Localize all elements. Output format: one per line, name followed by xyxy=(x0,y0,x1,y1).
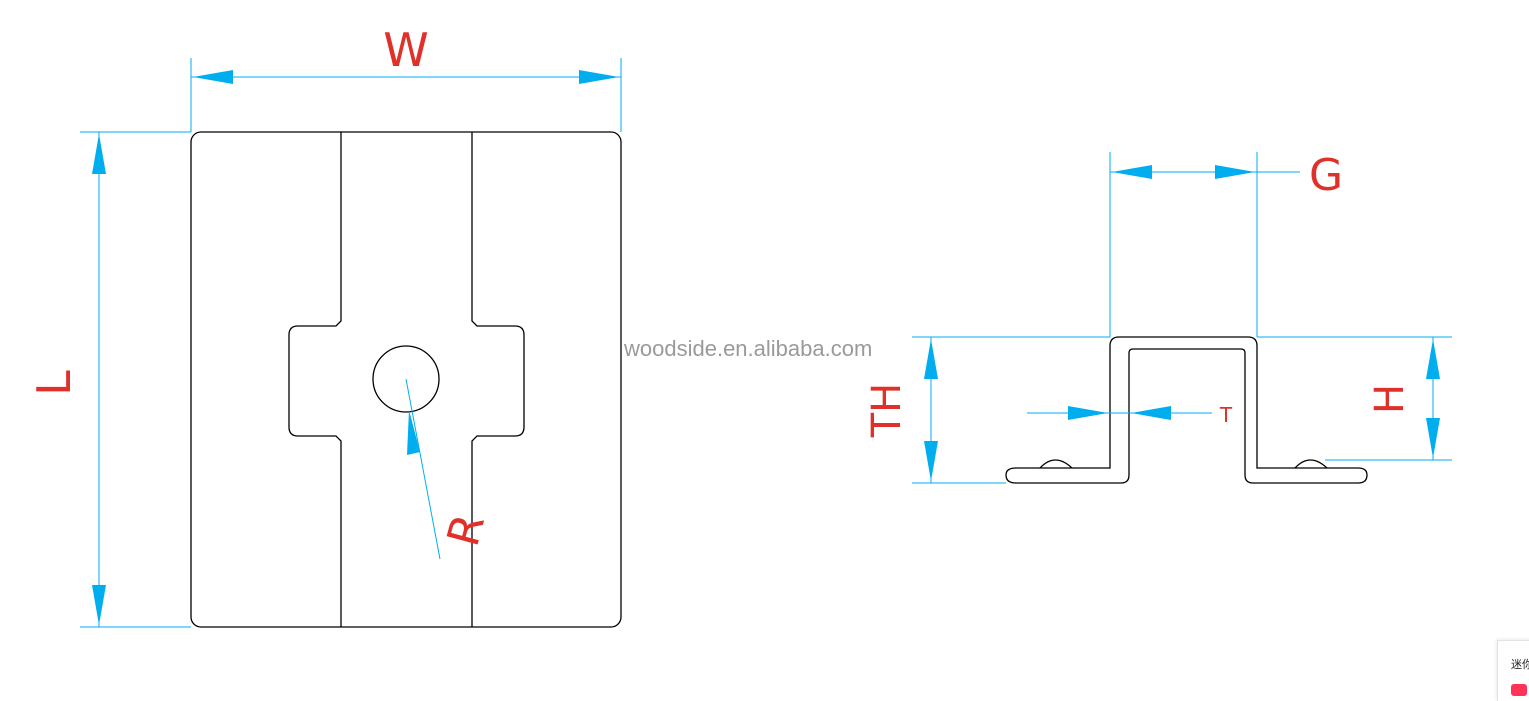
rivet-right xyxy=(1294,459,1328,469)
channel-right-edge xyxy=(471,132,525,627)
width-arrow-left xyxy=(193,70,233,84)
gap-label: G xyxy=(1309,150,1343,201)
radius-arrow xyxy=(407,410,420,455)
total-height-label: TH xyxy=(864,383,910,439)
channel-left-edge xyxy=(288,132,342,627)
length-label: L xyxy=(27,370,81,396)
total-height-dimension: TH xyxy=(864,336,1110,484)
rivet-left xyxy=(1039,459,1073,469)
height-arrow-top xyxy=(1426,339,1440,379)
length-arrow-bottom xyxy=(92,585,106,625)
thickness-arrow-right xyxy=(1131,406,1171,420)
length-dimension: L xyxy=(27,131,191,628)
corner-widget-badge xyxy=(1511,684,1527,696)
length-arrow-top xyxy=(92,134,106,174)
width-label: W xyxy=(383,23,428,77)
corner-widget-text: 迷你 xyxy=(1511,658,1529,671)
radius-leader: R xyxy=(405,378,495,560)
total-height-arrow-top xyxy=(924,339,938,379)
top-view xyxy=(190,131,622,628)
height-dimension: H xyxy=(1257,336,1452,461)
thickness-dimension: T xyxy=(1027,403,1233,427)
gap-arrow-right xyxy=(1215,165,1255,179)
radius-label: R xyxy=(438,509,495,552)
side-view xyxy=(1005,336,1368,484)
gap-dimension: G xyxy=(1109,150,1343,337)
gap-arrow-left xyxy=(1112,165,1152,179)
thickness-arrow-left xyxy=(1068,406,1108,420)
height-arrow-bottom xyxy=(1426,418,1440,458)
thickness-label: T xyxy=(1219,403,1233,427)
width-dimension: W xyxy=(190,23,622,132)
corner-widget[interactable]: 迷你 xyxy=(1497,640,1529,701)
height-label: H xyxy=(1367,384,1413,414)
profile-outline xyxy=(1005,336,1368,484)
total-height-arrow-bottom xyxy=(924,441,938,481)
watermark: woodside.en.alibaba.com xyxy=(623,336,872,361)
center-hole xyxy=(372,345,440,413)
plate-outline xyxy=(190,131,622,628)
width-arrow-right xyxy=(579,70,619,84)
